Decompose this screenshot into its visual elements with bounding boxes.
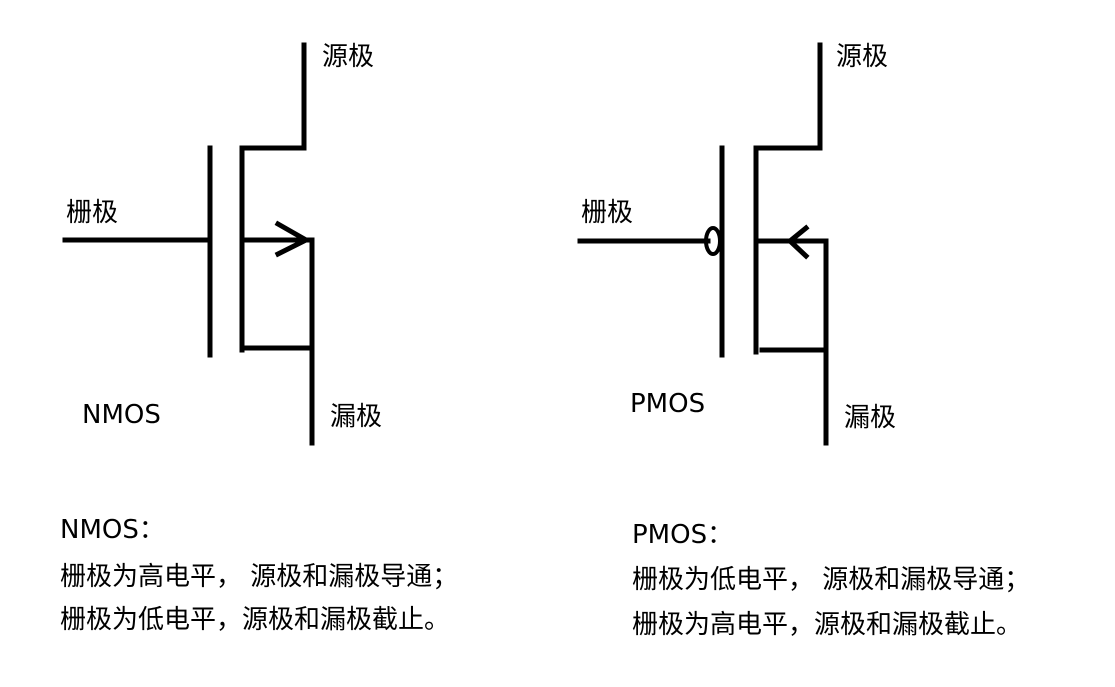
pmos-symbol (577, 42, 829, 446)
nmos-desc-line1: 栅极为高电平， 源极和漏极导通； (60, 562, 459, 592)
nmos-gate-label: 栅极 (66, 198, 119, 228)
pmos-desc-line1: 栅极为低电平， 源极和漏极导通； (632, 565, 1031, 595)
pmos-gate-label: 栅极 (581, 198, 634, 228)
nmos-type-label: NMOS (82, 400, 161, 430)
nmos-drain-terminal (239, 345, 315, 446)
nmos-symbol (62, 42, 315, 446)
pmos-arrow-head (786, 224, 810, 260)
nmos-desc-line2: 栅极为低电平，源极和漏极截止。 (60, 605, 451, 635)
nmos-arrow-head (274, 220, 312, 258)
pmos-desc-line2: 栅极为高电平，源极和漏极截止。 (632, 610, 1023, 640)
pmos-drain-terminal (759, 347, 829, 446)
pmos-desc-title: PMOS： (632, 520, 734, 550)
pmos-drain-label: 漏极 (844, 403, 897, 433)
pmos-type-label: PMOS (630, 389, 706, 419)
pmos-source-label: 源极 (836, 42, 889, 72)
nmos-drain-label: 漏极 (330, 402, 383, 432)
nmos-source-label: 源极 (322, 42, 375, 72)
nmos-source-terminal (239, 42, 307, 151)
nmos-desc-title: NMOS： (60, 515, 165, 545)
pmos-source-terminal (753, 42, 823, 151)
